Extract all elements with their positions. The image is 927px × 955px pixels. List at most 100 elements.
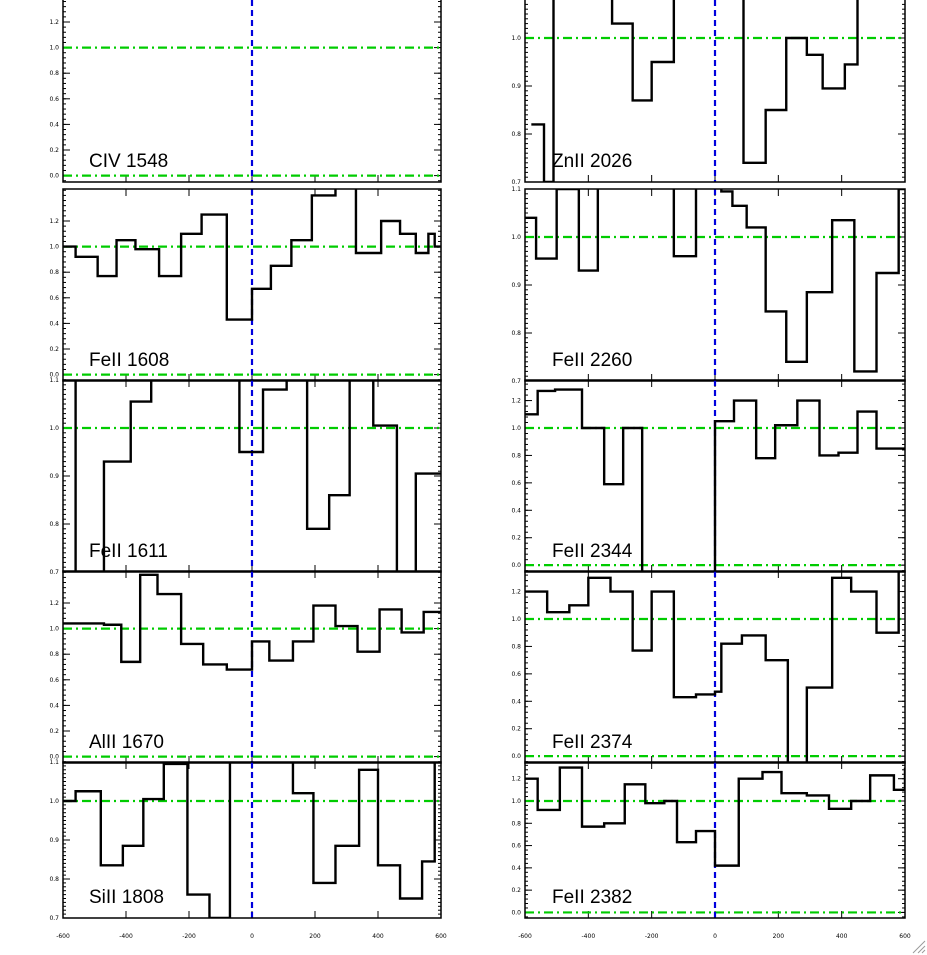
x-tick-label: -400 bbox=[119, 933, 133, 940]
y-tick-label: 0.8 bbox=[49, 269, 59, 276]
panel-frame bbox=[62, 761, 442, 919]
flux-histogram bbox=[63, 189, 441, 321]
ion-label: SiII 1808 bbox=[89, 887, 164, 908]
y-tick-label: 0.8 bbox=[511, 643, 521, 650]
y-tick-label: 0.2 bbox=[49, 728, 59, 735]
ion-label: FeII 2374 bbox=[552, 732, 633, 753]
x-tick-label: 600 bbox=[899, 933, 911, 940]
y-tick-label: 0.9 bbox=[49, 473, 59, 480]
panel-frame bbox=[524, 0, 906, 183]
y-tick-label: 0.6 bbox=[49, 96, 59, 103]
y-tick-label: 1.0 bbox=[511, 616, 521, 623]
y-tick-label: 0.0 bbox=[511, 909, 521, 916]
flux-histogram bbox=[63, 762, 436, 918]
x-tick-label: -600 bbox=[56, 933, 70, 940]
y-tick-label: 0.0 bbox=[49, 372, 59, 379]
resize-grip-icon[interactable] bbox=[912, 940, 926, 954]
y-tick-label: 0.9 bbox=[511, 83, 521, 90]
y-tick-label: 0.4 bbox=[49, 121, 59, 128]
x-tick-label: 400 bbox=[372, 933, 384, 940]
y-tick-label: 0.6 bbox=[511, 480, 521, 487]
spectral-panels: 0.0 0.2 0.4 0.6 0.8 1.0 1.2 CIV 1548 0.7 0.8 0.9 1.… bbox=[49, 0, 906, 922]
x-tick-label: -400 bbox=[582, 933, 596, 940]
y-tick-label: 0.6 bbox=[49, 677, 59, 684]
y-tick-label: 0.8 bbox=[49, 876, 59, 883]
ion-label: FeII 1611 bbox=[89, 541, 168, 562]
y-tick-label: 0.2 bbox=[511, 887, 521, 894]
y-tick-label: 0.2 bbox=[49, 147, 59, 154]
y-tick-label: 0.6 bbox=[511, 671, 521, 678]
y-tick-label: 0.8 bbox=[49, 521, 59, 528]
y-tick-label: 0.0 bbox=[511, 753, 521, 760]
y-tick-label: 1.0 bbox=[49, 425, 59, 432]
x-tick-label: 200 bbox=[309, 933, 321, 940]
y-tick-label: 0.6 bbox=[511, 843, 521, 850]
y-tick-label: 0.8 bbox=[49, 70, 59, 77]
y-tick-label: 1.2 bbox=[511, 589, 521, 596]
y-tick-label: 0.9 bbox=[511, 282, 521, 289]
y-tick-label: 1.0 bbox=[511, 425, 521, 432]
y-tick-label: 0.6 bbox=[49, 295, 59, 302]
y-tick-label: 0.8 bbox=[49, 651, 59, 658]
y-tick-label: 0.2 bbox=[511, 535, 521, 542]
y-tick-label: 0.8 bbox=[511, 330, 521, 337]
y-tick-label: 0.2 bbox=[511, 726, 521, 733]
y-tick-label: 0.2 bbox=[49, 346, 59, 353]
x-tick-label: 400 bbox=[836, 933, 848, 940]
y-tick-label: 1.1 bbox=[49, 377, 59, 384]
ion-label: CIV 1548 bbox=[89, 151, 168, 172]
x-tick-label: 0 bbox=[713, 933, 717, 940]
y-tick-label: 0.4 bbox=[49, 320, 59, 327]
y-tick-label: 1.2 bbox=[511, 776, 521, 783]
y-tick-label: 0.4 bbox=[511, 865, 521, 872]
flux-histogram bbox=[63, 573, 441, 671]
y-tick-label: 0.0 bbox=[49, 754, 59, 761]
ion-label: ZnII 2026 bbox=[552, 151, 632, 172]
x-tick-label: 200 bbox=[773, 933, 785, 940]
y-tick-label: 0.8 bbox=[511, 131, 521, 138]
y-tick-label: 1.0 bbox=[511, 35, 521, 42]
flux-histogram bbox=[525, 571, 905, 763]
y-tick-label: 0.7 bbox=[49, 915, 59, 922]
panel-frame bbox=[524, 761, 906, 919]
y-tick-label: 0.7 bbox=[511, 378, 521, 385]
y-tick-label: 0.4 bbox=[49, 702, 59, 709]
ion-label: FeII 2382 bbox=[552, 887, 632, 908]
y-tick-label: 0.0 bbox=[49, 173, 59, 180]
y-tick-label: 1.0 bbox=[49, 45, 59, 52]
ion-label: FeII 2260 bbox=[552, 350, 632, 371]
ion-label: FeII 1608 bbox=[89, 350, 169, 371]
y-tick-label: 1.0 bbox=[49, 626, 59, 633]
y-tick-label: 1.0 bbox=[511, 798, 521, 805]
flux-histogram bbox=[525, 189, 905, 373]
x-tick-label: -600 bbox=[518, 933, 532, 940]
flux-histogram bbox=[525, 388, 905, 572]
x-tick-label: 600 bbox=[435, 933, 447, 940]
y-tick-label: 1.1 bbox=[511, 186, 521, 193]
y-tick-label: 1.0 bbox=[49, 244, 59, 251]
x-tick-label: -200 bbox=[645, 933, 659, 940]
y-tick-label: 0.7 bbox=[49, 569, 59, 576]
x-tick-label: 0 bbox=[250, 933, 254, 940]
y-tick-label: 0.9 bbox=[49, 837, 59, 844]
ion-label: AlII 1670 bbox=[89, 732, 164, 753]
y-tick-label: 0.0 bbox=[511, 562, 521, 569]
y-tick-label: 0.8 bbox=[511, 452, 521, 459]
y-tick-label: 1.2 bbox=[49, 218, 59, 225]
y-tick-label: 1.2 bbox=[49, 600, 59, 607]
ion-label: FeII 2344 bbox=[552, 541, 633, 562]
panel-frame bbox=[62, 0, 442, 183]
y-tick-label: 0.4 bbox=[511, 507, 521, 514]
y-tick-label: 0.8 bbox=[511, 820, 521, 827]
